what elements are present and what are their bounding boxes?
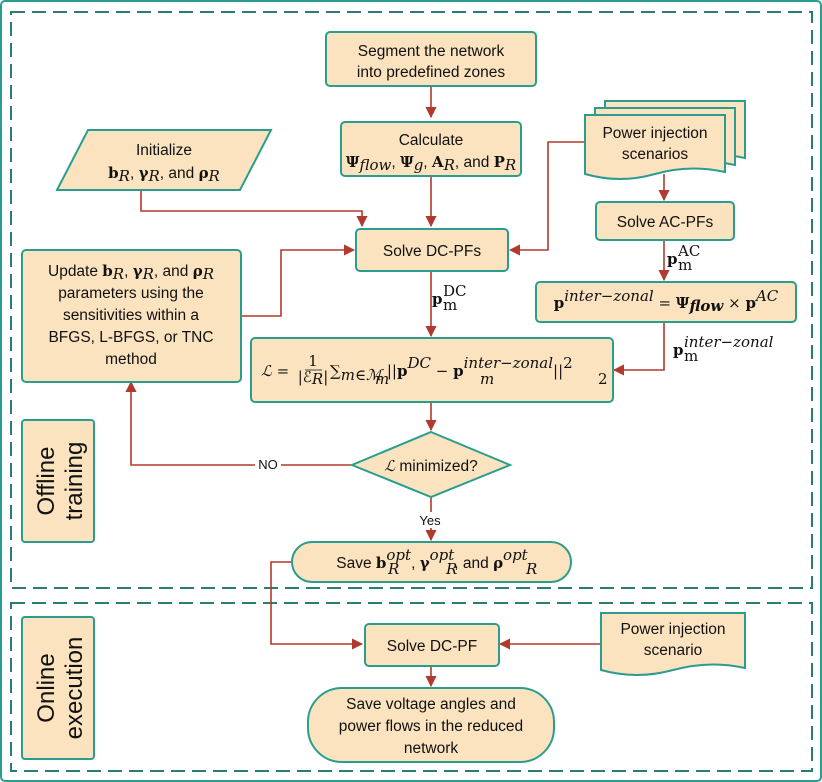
loss-p1-sub: m bbox=[375, 370, 389, 388]
svg-text:p: p bbox=[673, 341, 684, 359]
save-opt-gamma-sub: R bbox=[445, 560, 457, 578]
online-label-line1: Online bbox=[33, 653, 60, 722]
svg-text:p: p bbox=[432, 290, 443, 308]
edge-label-p-inter-zonal: p inter−zonal m bbox=[673, 333, 774, 365]
svg-text:Solve DC-PFs: Solve DC-PFs bbox=[383, 243, 481, 260]
power-injection-scenario-online-node: Power injection scenario bbox=[600, 612, 746, 676]
svg-text:Solve DC-PF: Solve DC-PF bbox=[387, 638, 477, 655]
svg-text:p: p bbox=[667, 250, 678, 268]
online-execution-label: Online execution bbox=[21, 616, 95, 760]
svg-text:m: m bbox=[684, 347, 698, 365]
segment-network-node: Segment the network into predefined zone… bbox=[325, 31, 537, 87]
edge-label-no: NO bbox=[258, 457, 278, 472]
svg-text:into predefined zones: into predefined zones bbox=[357, 64, 505, 81]
online-panel bbox=[10, 602, 813, 772]
svg-text:Solve AC-PFs: Solve AC-PFs bbox=[617, 214, 714, 231]
svg-text:power flows in the reduced: power flows in the reduced bbox=[339, 718, 523, 735]
offline-training-label: Offline training bbox=[21, 419, 95, 543]
edges bbox=[125, 86, 670, 688]
edge-label-p-dc: p DC m bbox=[432, 282, 467, 314]
offline-label-line1: Offline bbox=[33, 447, 60, 516]
svg-text:1: 1 bbox=[308, 352, 318, 370]
svg-text:AC: AC bbox=[677, 242, 700, 260]
loss-p2-sub: m bbox=[480, 370, 494, 388]
svg-text:parameters using the: parameters using the bbox=[58, 285, 204, 302]
initialize-node: Initialize bR, γR, and ρR bbox=[55, 129, 273, 191]
loss-function-node: ℒ = 1 |ℰR| ∑m∈ℳ ||pDC − pinter−zonal||2 … bbox=[250, 337, 614, 403]
svg-text:|ℰR|: |ℰR| bbox=[298, 368, 329, 388]
edge-update-to-solve-dc bbox=[241, 244, 356, 317]
svg-text:ℒ minimized?: ℒ minimized? bbox=[384, 457, 478, 475]
save-optimal-params-node: Save bopt, γopt, and ρopt R R R bbox=[291, 541, 572, 583]
svg-text:∑m∈ℳ ||pDC − pinter−zonal||2: ∑m∈ℳ ||pDC − pinter−zonal||2 bbox=[330, 354, 573, 384]
svg-text:ℒ =: ℒ = bbox=[261, 362, 289, 380]
svg-text:m: m bbox=[678, 256, 692, 274]
minimized-decision-node: ℒ minimized? bbox=[349, 430, 513, 499]
svg-text:Save bopt, γopt, and ρopt: Save bopt, γopt, and ρopt bbox=[336, 546, 528, 572]
svg-text:DC: DC bbox=[443, 282, 467, 300]
solve-ac-pfs-node: Solve AC-PFs bbox=[595, 201, 735, 241]
no-label-bg bbox=[255, 456, 281, 472]
svg-text:m: m bbox=[443, 296, 457, 314]
edge-save-opt-to-solve-dc-online bbox=[270, 561, 364, 650]
edge-initialize-to-solve-dc bbox=[140, 190, 368, 228]
calculate-node: Calculate Ψflow, Ψg, AR, and PR bbox=[340, 121, 522, 177]
online-label-line2: execution bbox=[61, 637, 88, 740]
offline-label-line2: training bbox=[61, 442, 88, 521]
solve-dc-pf-online-node: Solve DC-PF bbox=[364, 623, 500, 667]
save-opt-rho-sub: R bbox=[525, 560, 537, 578]
svg-text:Power injection: Power injection bbox=[620, 621, 725, 638]
update-parameters-node: Update bR, γR, and ρR parameters using t… bbox=[21, 249, 242, 383]
svg-text:Power injection: Power injection bbox=[602, 125, 707, 142]
svg-text:Calculate: Calculate bbox=[399, 132, 464, 149]
offline-panel bbox=[10, 11, 813, 589]
edge-label-yes: Yes bbox=[419, 513, 441, 528]
svg-text:Ψflow, Ψg, AR, and PR: Ψflow, Ψg, AR, and PR bbox=[346, 153, 516, 174]
svg-text:pinter−zonal = Ψflow × pAC: pinter−zonal = Ψflow × pAC bbox=[554, 287, 779, 315]
edge-scenarios-to-solve-dc bbox=[508, 141, 585, 256]
inter-zonal-flow-node: pinter−zonal = Ψflow × pAC bbox=[535, 281, 797, 323]
svg-text:Save voltage angles and: Save voltage angles and bbox=[346, 696, 516, 713]
svg-text:bR, γR, and ρR: bR, γR, and ρR bbox=[108, 164, 220, 185]
svg-text:Initialize: Initialize bbox=[136, 142, 192, 159]
edge-inter-zonal-to-loss bbox=[612, 322, 665, 376]
svg-text:scenario: scenario bbox=[644, 642, 703, 659]
svg-text:scenarios: scenarios bbox=[622, 146, 689, 163]
save-voltage-angles-node: Save voltage angles and power flows in t… bbox=[307, 687, 555, 763]
power-injection-scenarios-node: Power injection scenarios bbox=[584, 100, 746, 180]
svg-text:Update bR, γR, and ρR: Update bR, γR, and ρR bbox=[48, 262, 214, 283]
yes-label-bg bbox=[413, 512, 447, 528]
svg-text:method: method bbox=[105, 351, 157, 368]
solve-dc-pfs-node: Solve DC-PFs bbox=[355, 228, 509, 272]
svg-text:inter−zonal: inter−zonal bbox=[684, 333, 774, 351]
svg-text:BFGS, L-BFGS, or TNC: BFGS, L-BFGS, or TNC bbox=[48, 329, 213, 346]
svg-text:sensitivities within a: sensitivities within a bbox=[63, 307, 199, 324]
loss-sq-sub: 2 bbox=[598, 370, 608, 388]
save-opt-b-sub: R bbox=[387, 560, 399, 578]
svg-text:Segment the network: Segment the network bbox=[358, 43, 505, 60]
edge-label-p-ac: p AC m bbox=[667, 242, 700, 274]
svg-text:network: network bbox=[404, 740, 459, 757]
